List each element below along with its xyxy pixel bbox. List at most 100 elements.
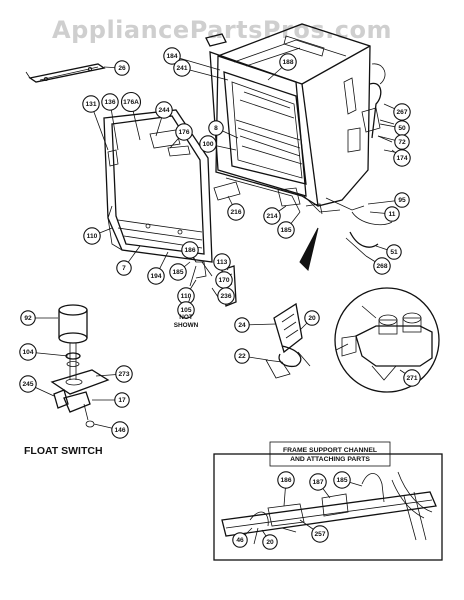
callout-label-c11: 11 [389,211,396,218]
callout-label-c241: 241 [176,65,187,72]
callout-bubble-c92 [20,310,36,326]
callout-bubble-c257 [311,525,329,543]
callout-bubble-c17 [114,392,130,408]
callout-bubble-c20b [262,534,278,550]
callout-bubble-c268 [373,257,391,275]
callout-bubble-c51 [386,244,402,260]
callout-label-c214: 214 [266,213,277,220]
callout-bubble-c186b [277,471,295,489]
callout-label-c257: 257 [314,531,325,538]
callout-bubble-c174 [393,149,411,167]
callout-bubble-c131 [82,95,100,113]
callout-label-c22: 22 [238,353,246,360]
callout-label-c146: 146 [114,427,125,434]
callout-label-c186b: 186 [280,477,291,484]
frame-caption-line2: AND ATTACHING PARTS [290,456,370,463]
callout-bubble-c113 [213,253,231,271]
callout-bubble-c241 [173,59,191,77]
callout-bubble-c46 [232,532,248,548]
callout-bubble-c188 [279,53,297,71]
callout-label-c7: 7 [122,265,126,272]
callout-label-c185c: 185 [336,477,347,484]
callout-bubble-c184 [163,47,181,65]
callout-bubble-c11 [384,206,400,222]
callout-bubble-c216 [227,203,245,221]
callout-label-c110b: 110 [181,293,192,300]
callout-label-c95: 95 [398,197,406,204]
callout-bubble-c8 [208,120,224,136]
callout-label-c268: 268 [376,263,387,270]
callout-label-c104: 104 [22,349,33,356]
callout-label-c8: 8 [214,125,218,132]
frame-support-inset [213,441,443,561]
callout-label-c174: 174 [396,155,407,162]
callout-label-c26: 26 [118,65,126,72]
callout-bubble-c194 [147,267,165,285]
callout-label-c24: 24 [238,322,246,329]
callout-label-c185a: 185 [280,227,291,234]
callout-label-c110a: 110 [87,233,98,240]
fill-funnel-parts [265,302,311,379]
callout-label-c46: 46 [236,537,244,544]
callout-bubble-c95 [394,192,410,208]
callout-label-c194: 194 [150,273,161,280]
callout-label-c273: 273 [118,371,129,378]
callout-bubble-c187 [309,473,327,491]
callout-bubble-c271 [403,369,421,387]
callout-label-c136: 136 [104,99,115,106]
callout-label-c20b: 20 [266,539,274,546]
callout-label-c105: 105 [180,307,191,314]
callout-bubble-c136 [101,93,119,111]
callout-label-c176: 176 [178,129,189,136]
callout-label-c244: 244 [158,107,169,114]
callout-bubble-c26 [114,60,130,76]
callout-bubble-c176 [175,123,193,141]
callout-label-c20a: 20 [308,315,316,322]
callout-bubble-c20a [304,310,320,326]
callout-label-c267: 267 [396,109,407,116]
callout-label-c187: 187 [312,479,323,486]
callout-label-c50: 50 [398,125,406,132]
callout-bubble-c110a [83,227,101,245]
callout-bubble-c186 [181,241,199,259]
tub-cabinet-assembly [205,23,405,257]
callout-label-c113: 113 [217,259,228,266]
callout-label-c245: 245 [22,381,33,388]
callout-label-c170: 170 [218,277,229,284]
callout-label-c236: 236 [220,293,231,300]
callout-bubble-c146 [111,421,129,439]
callout-bubble-c72 [394,134,410,150]
water-valve-detail [334,287,440,393]
callout-label-c186: 186 [184,247,195,254]
callout-label-c271: 271 [406,375,417,382]
callout-bubble-c245 [19,375,37,393]
callout-bubble-c236 [217,287,235,305]
not-shown-caption-line1: NOT [179,314,193,321]
callout-bubble-c22 [234,348,250,364]
callout-bubble-c105 [177,301,195,319]
callout-bubble-c24 [234,317,250,333]
callout-label-c100: 100 [202,141,213,148]
callout-label-c131: 131 [85,101,96,108]
callout-bubble-c7 [116,260,132,276]
pointer-arrow [299,227,319,271]
callout-bubble-c100 [199,135,217,153]
float-switch-parts [50,304,110,428]
callout-label-c188: 188 [282,59,293,66]
door-panel-assembly [103,109,213,287]
callout-bubble-c185a [277,221,295,239]
callout-bubble-c244 [155,101,173,119]
callout-label-c51: 51 [390,249,398,256]
callout-bubble-c185b [169,263,187,281]
callout-bubble-c104 [19,343,37,361]
frame-caption-line1: FRAME SUPPORT CHANNEL [283,447,377,454]
callout-bubble-c267 [393,103,411,121]
callout-bubble-c273 [115,365,133,383]
callout-bubble-c185c [333,471,351,489]
callout-label-c176a: 176A [123,99,139,106]
callout-bubble-c214 [263,207,281,225]
callout-label-c72: 72 [398,139,406,146]
callout-label-c216: 216 [230,209,241,216]
